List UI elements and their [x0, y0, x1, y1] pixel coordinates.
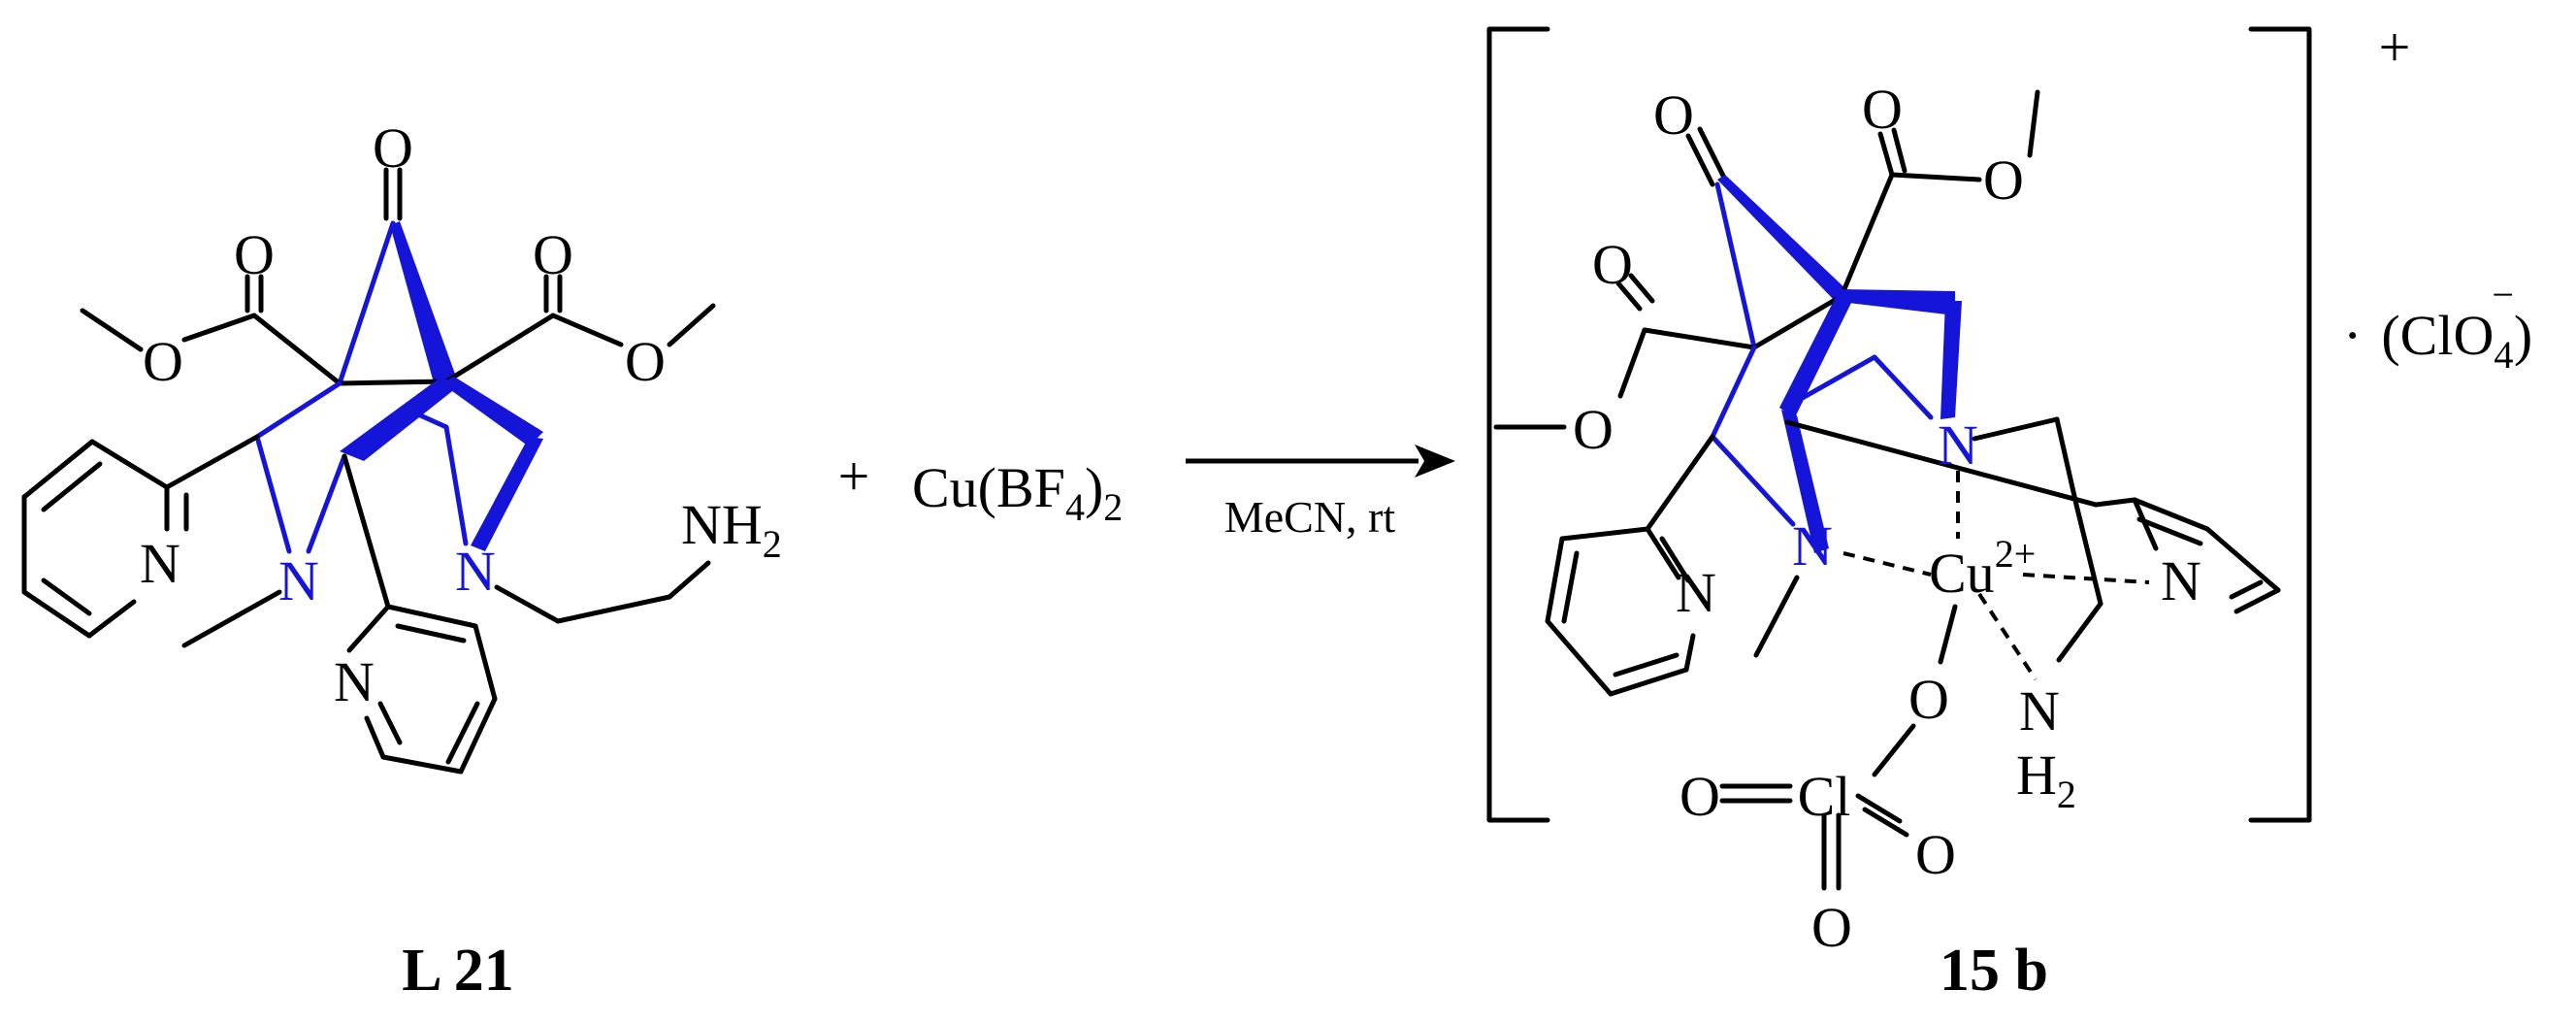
product-atom-n-amine-left: N — [1792, 514, 1833, 578]
product-label: 15 b — [1940, 938, 2048, 1004]
atom-n-amine-right: N — [455, 540, 496, 603]
counterion: ·(ClO4−) — [2343, 273, 2532, 377]
atom-n-amine-left: N — [278, 549, 319, 612]
product-atom-n-pyridine-right: N — [2161, 549, 2201, 612]
reaction-arrow — [1186, 445, 1455, 478]
atom-n-pyridine-left: N — [140, 532, 180, 595]
product-brackets — [1486, 26, 2312, 823]
product-atom-o-carbonyl-top: O — [1862, 78, 1903, 141]
atom-n-pyridine-bottom: N — [334, 650, 375, 713]
atom-o-ketone: O — [373, 116, 413, 180]
product-atom-o-perchlorate-left: O — [1679, 765, 1720, 828]
product-atom-cu: Cu2+ — [1929, 532, 2036, 605]
reaction-conditions: MeCN, rt — [1224, 492, 1396, 542]
product-atom-nh2-n: N — [2019, 679, 2060, 742]
product-atom-o-perchlorate-right: O — [1915, 823, 1956, 886]
product-atom-n-amine-right: N — [1938, 413, 1978, 477]
atom-o-alkoxy-left: O — [143, 330, 183, 393]
product-atom-o-bridge: O — [1908, 668, 1949, 731]
plus-sign: + — [838, 445, 870, 508]
product-atom-o-alkoxy-left: O — [1573, 398, 1614, 461]
atom-nh2: NH2 — [681, 493, 782, 566]
atom-o-carbonyl-left: O — [234, 223, 275, 286]
product-atom-o-carbonyl-left: O — [1592, 233, 1633, 296]
product-atom-cl: Cl — [1798, 765, 1851, 828]
product-atom-o-alkoxy-top: O — [1983, 148, 2024, 212]
product-structure: O O O O O N N N N Cu2+ O Cl O O O N H2 — [1493, 78, 2281, 959]
product-atom-nh2-h: H2 — [2016, 743, 2076, 816]
product-atom-o-perchlorate-bottom: O — [1811, 896, 1852, 959]
reactant-label: L 21 — [402, 938, 513, 1004]
atom-o-carbonyl-right: O — [533, 223, 573, 286]
atom-o-alkoxy-right: O — [625, 330, 666, 393]
reactant-structure: O O O O O N N N N NH2 — [21, 116, 782, 775]
product-atom-n-pyridine-left: N — [1676, 561, 1716, 624]
product-atom-o-ketone: O — [1653, 83, 1694, 147]
reagent-formula: Cu(BF4)2 — [912, 456, 1123, 529]
product-charge: + — [2379, 16, 2411, 79]
